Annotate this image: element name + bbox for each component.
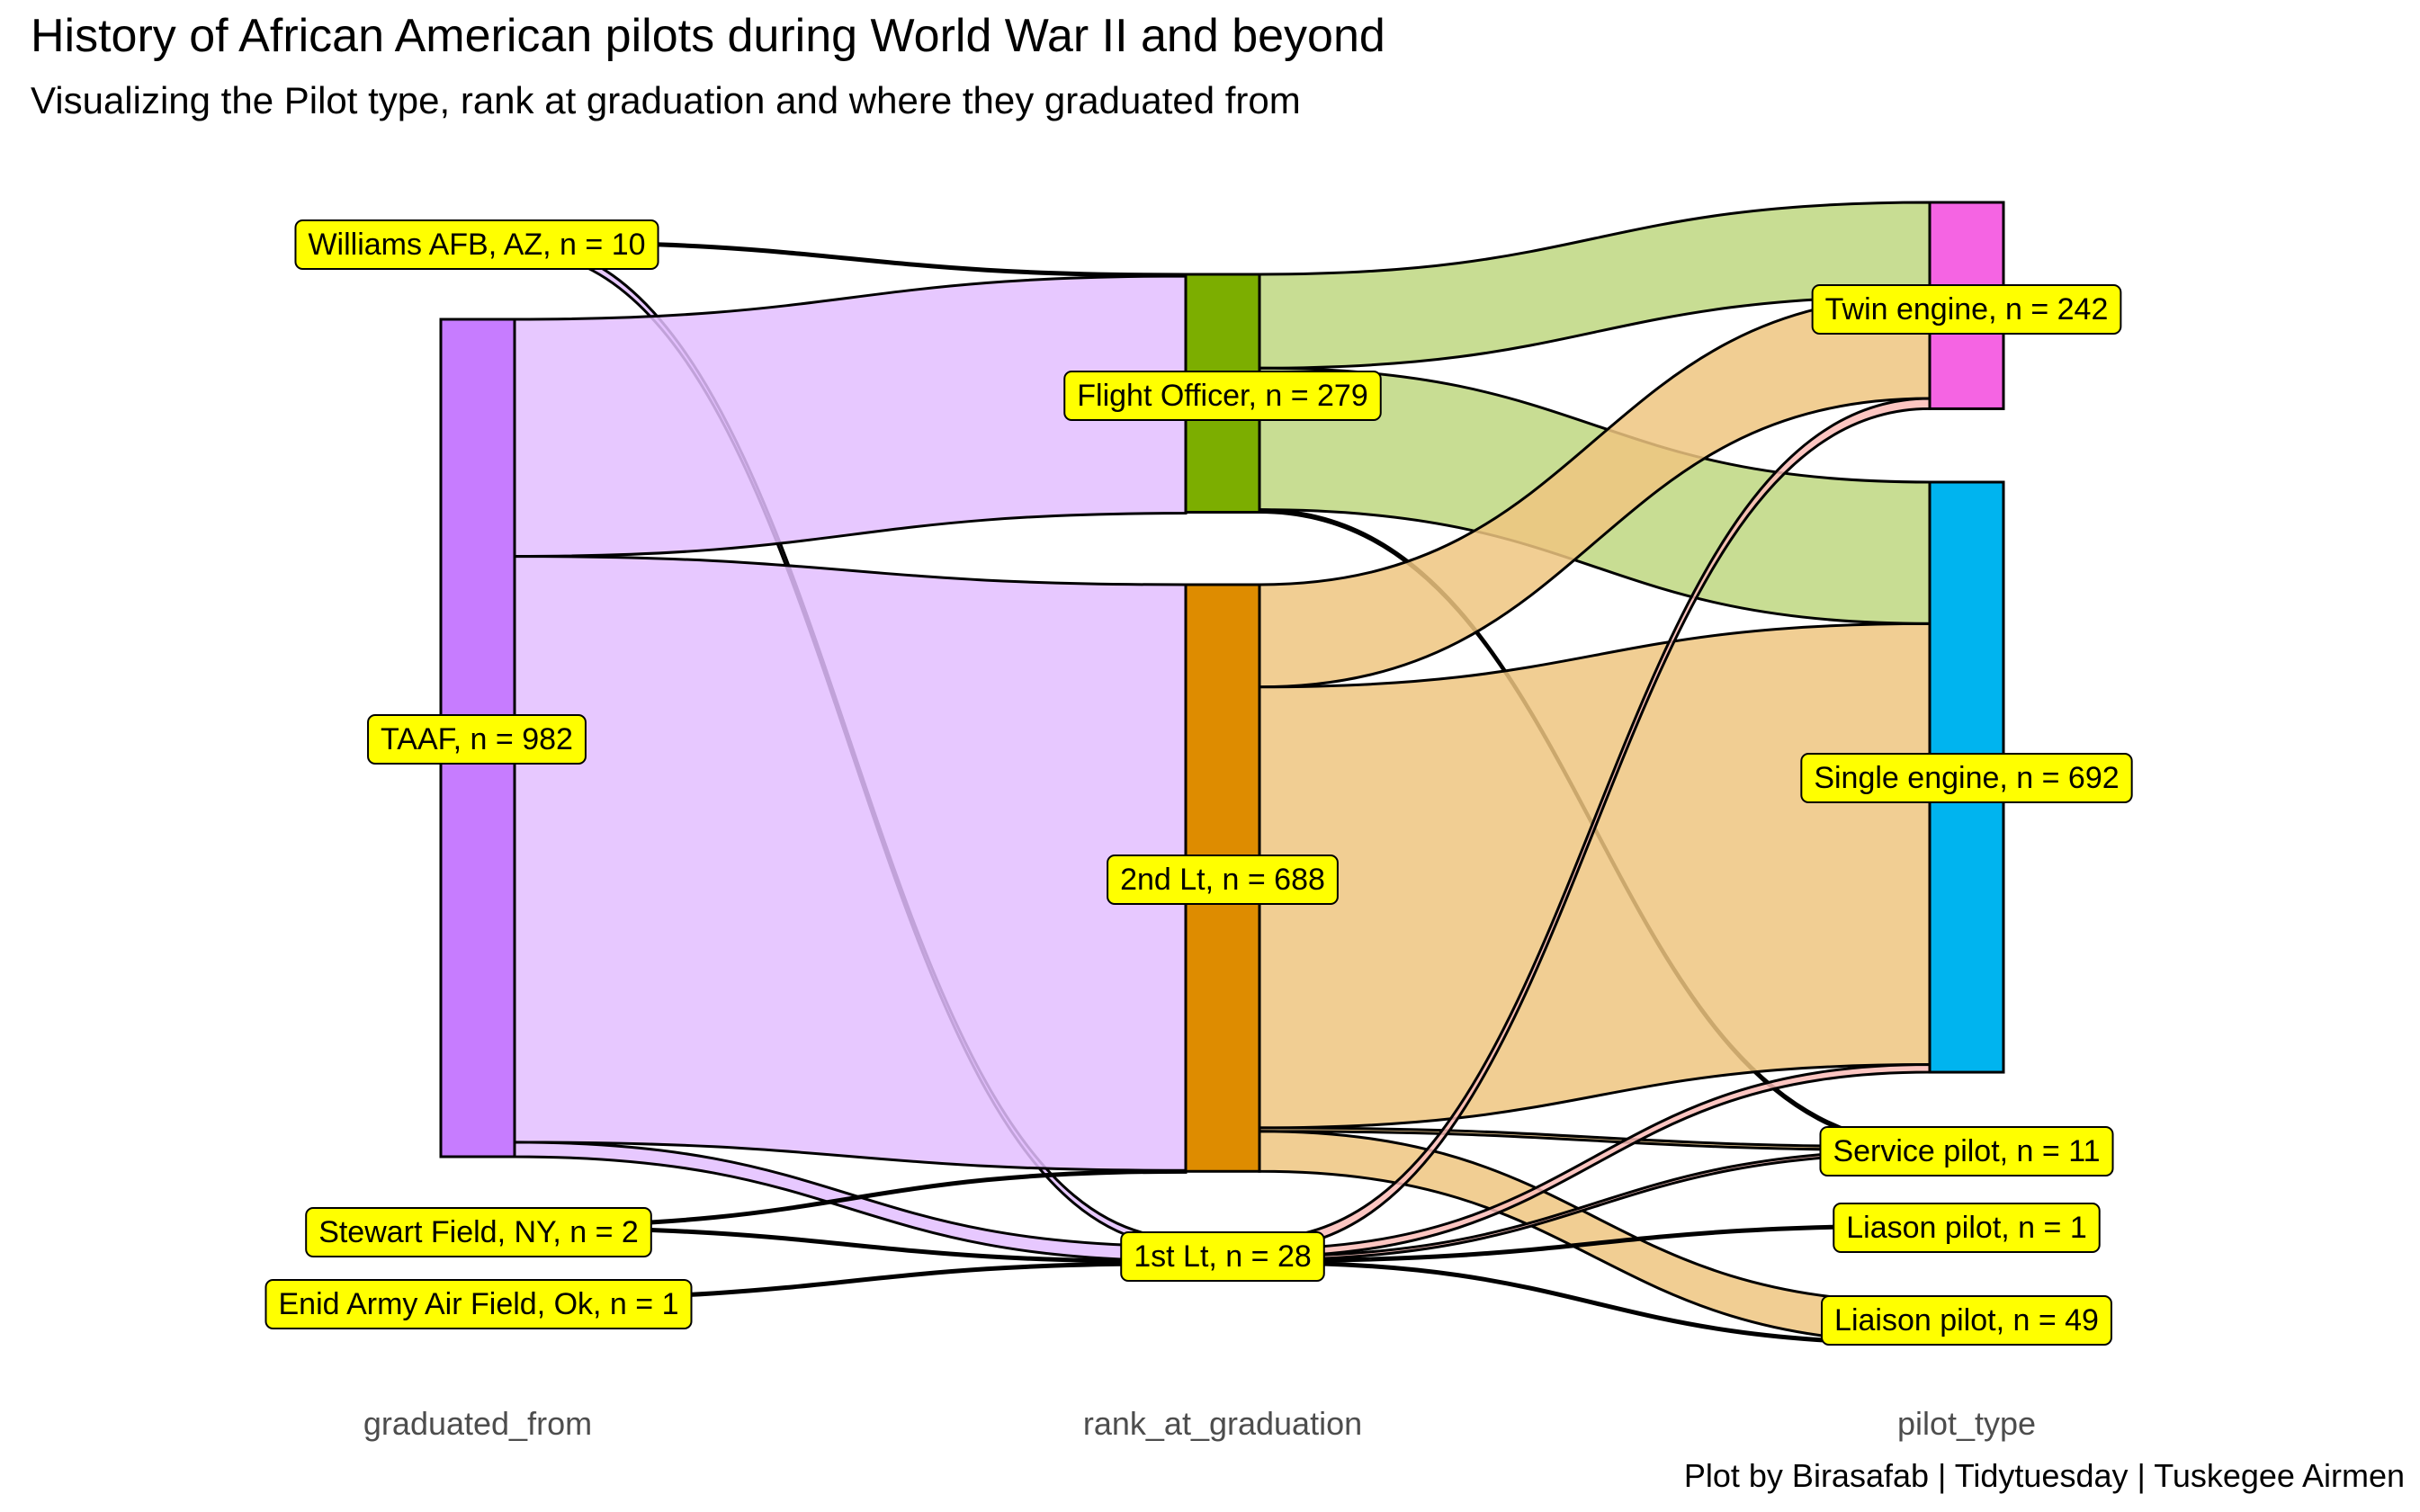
node-label-williams: Williams AFB, AZ, n = 10 [294, 219, 659, 270]
node-label-text-service: Service pilot, n = 11 [1833, 1134, 2100, 1168]
axis-label-rank-at-graduation: rank_at_graduation [1082, 1405, 1363, 1442]
node-label-liason: Liason pilot, n = 1 [1833, 1203, 2101, 1253]
node-label-box-1lt [1120, 1231, 1325, 1282]
node-label-1lt: 1st Lt, n = 28 [1120, 1231, 1325, 1282]
node-label-text-stewart: Stewart Field, NY, n = 2 [318, 1215, 639, 1249]
flow-2lt-to-single [1258, 622, 1932, 1130]
node-label-text-liaison: Liaison pilot, n = 49 [1834, 1303, 2099, 1338]
node-label-box-service [1819, 1126, 2114, 1176]
node-label-fo: Flight Officer, n = 279 [1063, 371, 1382, 421]
flow-taaf-to-2lt [513, 555, 1188, 1172]
node-label-box-taaf [367, 714, 587, 765]
node-label-text-enid: Enid Army Air Field, Ok, n = 1 [278, 1287, 678, 1321]
node-label-stewart: Stewart Field, NY, n = 2 [305, 1207, 652, 1257]
node-label-box-liaison [1821, 1295, 2112, 1346]
node-label-twin: Twin engine, n = 242 [1811, 284, 2122, 335]
chart-subtitle: Visualizing the Pilot type, rank at grad… [31, 79, 1301, 121]
node-label-text-twin: Twin engine, n = 242 [1825, 292, 2109, 327]
axis-label-graduated-from: graduated_from [363, 1405, 593, 1442]
node-label-box-2lt [1107, 854, 1339, 905]
labels-layer: Williams AFB, AZ, n = 10 TAAF, n = 982Ste… [264, 219, 2133, 1346]
node-label-box-liason [1833, 1203, 2101, 1253]
node-label-text-single: Single engine, n = 692 [1814, 761, 2119, 795]
node-label-box-williams [294, 219, 659, 270]
node-label-box-twin [1811, 284, 2122, 335]
node-label-text-fo: Flight Officer, n = 279 [1077, 379, 1368, 413]
node-label-text-williams: Williams AFB, AZ, n = 10 [308, 228, 645, 262]
node-label-service: Service pilot, n = 11 [1819, 1126, 2114, 1176]
node-label-single: Single engine, n = 692 [1800, 753, 2133, 803]
node-label-text-2lt: 2nd Lt, n = 688 [1120, 863, 1325, 897]
node-label-box-enid [264, 1279, 693, 1329]
node-label-taaf: TAAF, n = 982 [367, 714, 587, 765]
chart-caption: Plot by Birasafab | Tidytuesday | Tuskeg… [1683, 1457, 2405, 1494]
node-label-enid: Enid Army Air Field, Ok, n = 1 [264, 1279, 693, 1329]
node-label-text-1lt: 1st Lt, n = 28 [1134, 1239, 1312, 1274]
node-label-text-taaf: TAAF, n = 982 [381, 722, 573, 756]
axis-label-pilot-type: pilot_type [1896, 1405, 2037, 1442]
node-label-box-fo [1063, 371, 1382, 421]
node-label-text-liason: Liason pilot, n = 1 [1846, 1211, 2086, 1245]
chart-title: History of African American pilots durin… [31, 10, 1385, 62]
node-label-2lt: 2nd Lt, n = 688 [1107, 854, 1339, 905]
node-label-box-stewart [305, 1207, 652, 1257]
node-label-box-single [1800, 753, 2133, 803]
node-label-liaison: Liaison pilot, n = 49 [1821, 1295, 2112, 1346]
